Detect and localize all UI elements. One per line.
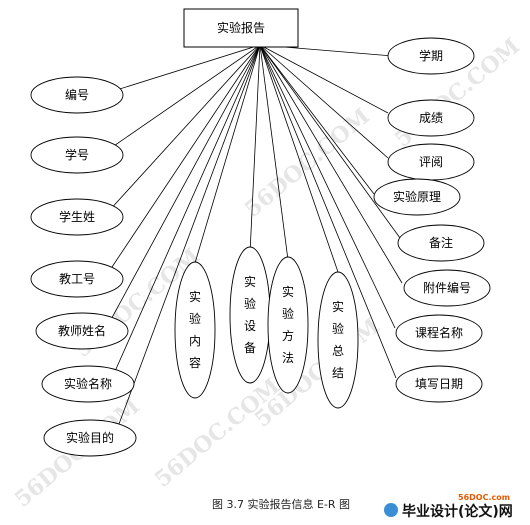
attribute-label-char: 设 — [244, 319, 256, 333]
attribute-label: 课程名称 — [415, 325, 463, 340]
relationship-line — [107, 44, 261, 326]
attribute-label-char: 方 — [282, 328, 294, 343]
attribute-label-char: 总 — [332, 344, 344, 358]
relationship-line — [259, 44, 397, 379]
attribute-ellipse — [174, 261, 216, 399]
attribute-label: 成绩 — [419, 111, 443, 125]
relationship-line — [107, 44, 261, 213]
attribute-ellipse — [30, 136, 124, 174]
attribute-ellipse — [387, 37, 475, 75]
attribute-ellipse — [229, 246, 271, 384]
figure-caption: 图 3.7 实验报告信息 E-R 图 — [212, 498, 351, 511]
relationship-line — [259, 44, 289, 261]
attribute-ellipse — [387, 99, 475, 137]
attribute-label: 评阅 — [419, 155, 443, 169]
attribute-ellipse — [30, 198, 124, 236]
logo-text: 毕业设计(论文)网 — [402, 504, 513, 520]
attribute-ellipse — [403, 269, 491, 307]
logo-url: 56DOC.com — [458, 493, 511, 502]
relationship-line — [259, 44, 401, 239]
attribute-ellipse — [41, 365, 135, 403]
attribute-ellipse — [317, 271, 359, 409]
relationship-line — [259, 44, 389, 159]
attribute-label-char: 备 — [244, 341, 256, 355]
attribute-label: 教工号 — [59, 271, 95, 286]
site-logo: 56DOC.com 毕业设计(论文)网 — [368, 493, 528, 523]
attribute-label: 实验原理 — [393, 189, 441, 204]
attribute-label-char: 实 — [282, 284, 294, 299]
attribute-ellipse — [30, 260, 124, 298]
attribute-label-char: 实 — [189, 289, 201, 304]
attribute-label-char: 验 — [282, 306, 294, 321]
attribute-label: 填写日期 — [415, 377, 463, 391]
attribute-label-char: 验 — [244, 296, 256, 311]
attribute-label: 实验名称 — [64, 376, 112, 391]
relationship-line — [259, 44, 403, 284]
attribute-ellipse — [35, 312, 129, 350]
attribute-label: 编号 — [65, 87, 89, 102]
attribute-label: 附件编号 — [423, 280, 471, 295]
relationship-line — [107, 44, 261, 151]
attribute-ellipse — [397, 224, 485, 262]
attribute-label-char: 结 — [332, 366, 344, 380]
attribute-label-char: 实 — [244, 274, 256, 289]
attribute-label-char: 法 — [282, 351, 294, 365]
attribute-label: 学期 — [419, 48, 443, 63]
relationship-line — [111, 44, 261, 379]
attribute-ellipse — [395, 365, 483, 403]
attribute-label-char: 验 — [332, 321, 344, 336]
attribute-label-char: 验 — [189, 311, 201, 326]
attribute-label: 备注 — [429, 235, 453, 250]
attribute-ellipse — [30, 76, 124, 114]
attribute-label: 学号 — [65, 147, 89, 162]
attribute-label: 实验目的 — [66, 430, 114, 445]
logo-icon — [384, 503, 398, 517]
attribute-label-char: 容 — [189, 355, 201, 370]
entity-box — [183, 8, 299, 48]
attribute-label-char: 内 — [189, 334, 201, 348]
attribute-label: 学生姓 — [59, 209, 95, 224]
relationship-line — [194, 44, 261, 264]
attribute-label-char: 实 — [332, 299, 344, 314]
relationship-line — [259, 44, 396, 329]
relationship-line — [259, 44, 389, 114]
attribute-ellipse — [395, 314, 483, 352]
relationship-line — [109, 44, 261, 93]
relationship-line — [249, 44, 261, 254]
attribute-label: 教师姓名 — [58, 323, 106, 338]
attribute-ellipse — [267, 256, 309, 394]
attribute-ellipse — [373, 178, 461, 216]
relationship-line — [115, 44, 261, 433]
entity-label: 实验报告 — [217, 20, 265, 35]
relationship-line — [107, 44, 261, 274]
relationship-line — [259, 44, 339, 273]
relationship-line — [259, 44, 375, 195]
attribute-ellipse — [43, 419, 137, 457]
